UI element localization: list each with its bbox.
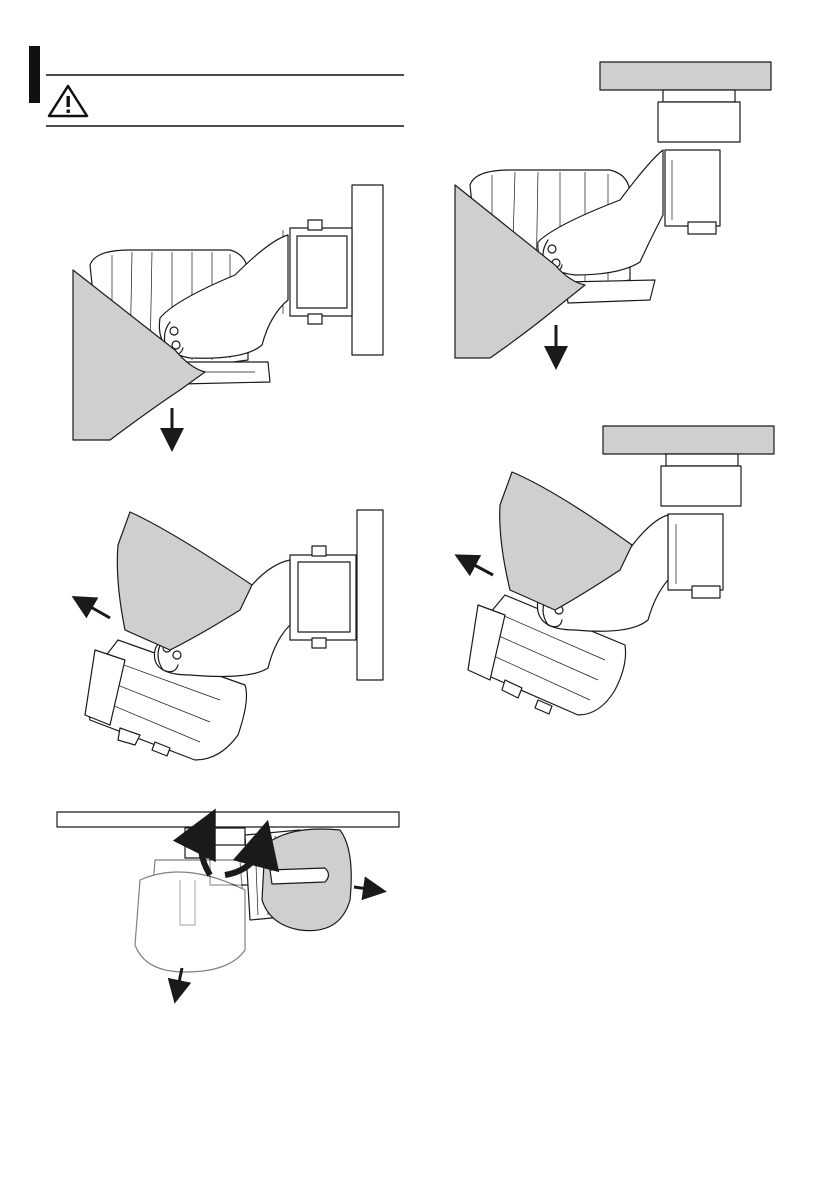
figure-ceiling-mount-rotate-sideways — [57, 812, 399, 992]
slide-up-left-arrow — [465, 560, 493, 575]
figure-ceiling-mount-hood-down — [455, 62, 771, 358]
slide-up-left-arrow — [82, 602, 110, 618]
figure-wall-mount-hood-down — [73, 185, 383, 440]
figure-wall-mount-tilted-up — [82, 510, 383, 760]
wall-plate — [352, 185, 383, 355]
wall-bracket — [290, 546, 356, 648]
ceiling-plate — [600, 62, 771, 90]
section-tab-marker — [29, 46, 40, 103]
ceiling-bracket — [661, 454, 741, 598]
warning-triangle-icon — [49, 86, 87, 116]
figure-ceiling-mount-tilted-up — [465, 426, 774, 715]
pull-right-arrow — [354, 887, 375, 890]
wall-bracket — [283, 220, 352, 324]
wall-plate — [357, 510, 383, 680]
ceiling-plate — [603, 426, 774, 454]
ceiling-bracket — [658, 90, 740, 234]
warning-band — [46, 75, 404, 126]
ceiling-plate — [57, 812, 399, 827]
